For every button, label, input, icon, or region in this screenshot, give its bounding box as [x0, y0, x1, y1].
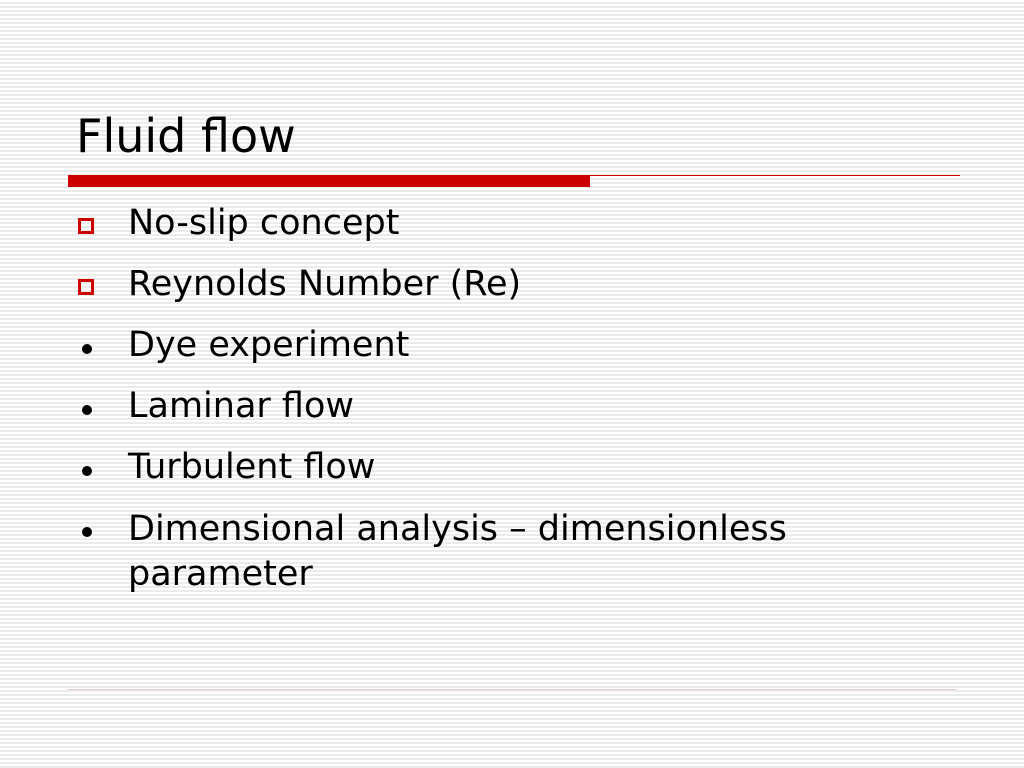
- dot-bullet-icon: [72, 324, 112, 366]
- footer-divider: [68, 689, 956, 690]
- list-item: Dimensional analysis – dimensionless par…: [72, 507, 972, 597]
- title-underline-thick: [68, 175, 590, 187]
- list-item-text: Turbulent flow: [128, 447, 376, 487]
- hollow-square-icon: [72, 202, 112, 244]
- title-underline-thin: [590, 175, 960, 176]
- list-item: Laminar flow: [72, 385, 972, 427]
- list-item: Dye experiment: [72, 324, 972, 366]
- dot-bullet-icon: [72, 385, 112, 427]
- slide-title: Fluid flow: [76, 109, 296, 163]
- list-item-text: Reynolds Number (Re): [128, 264, 522, 304]
- bullet-list: No-slip concept Reynolds Number (Re) Dye…: [72, 202, 972, 616]
- list-item: Turbulent flow: [72, 446, 972, 488]
- dot-bullet-icon: [72, 446, 112, 488]
- list-item-text: No-slip concept: [128, 203, 400, 243]
- list-item: Reynolds Number (Re): [72, 263, 972, 305]
- list-item-text: Laminar flow: [128, 386, 354, 426]
- list-item-text: Dye experiment: [128, 325, 410, 365]
- list-item: No-slip concept: [72, 202, 972, 244]
- list-item-text: Dimensional analysis – dimensionless par…: [128, 509, 787, 594]
- hollow-square-icon: [72, 263, 112, 305]
- dot-bullet-icon: [72, 507, 112, 549]
